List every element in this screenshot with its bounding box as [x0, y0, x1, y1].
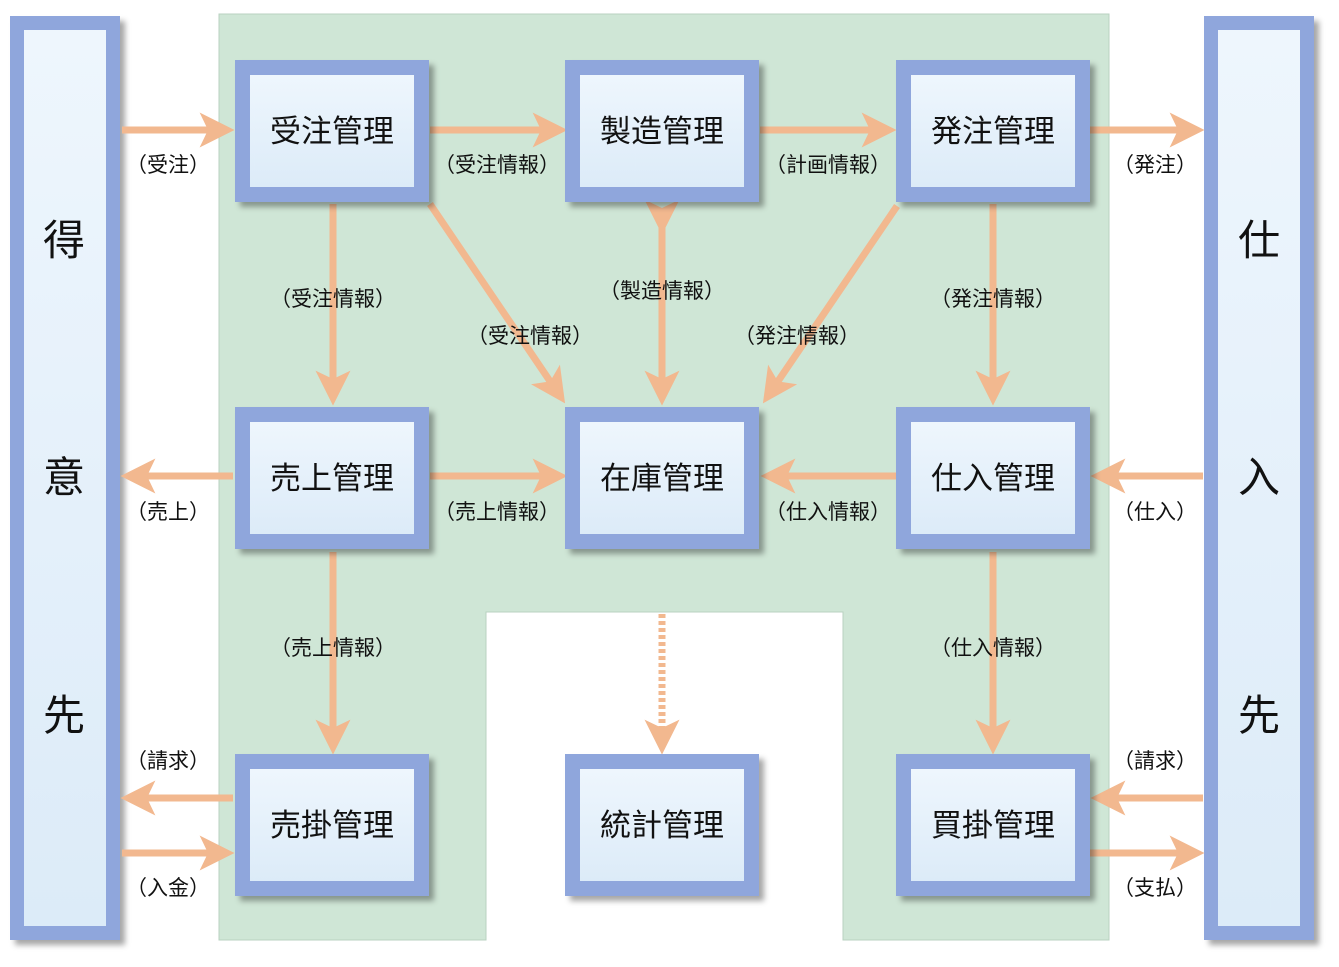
label-purchase-info-down: （仕入情報）: [930, 636, 1056, 660]
customer-column: [10, 16, 120, 940]
label-billing-left: （請求）: [126, 749, 210, 773]
box-order-mgmt-label: 受注管理: [270, 114, 394, 150]
label-payment: （支払）: [1113, 876, 1197, 900]
box-purchase-order-mgmt-label: 発注管理: [931, 114, 1055, 150]
box-payables-mgmt: 買掛管理: [896, 754, 1090, 896]
supplier-column: [1204, 16, 1314, 940]
arrow-order-to-inventory: [427, 202, 566, 404]
label-purchase-order: （発注）: [1113, 153, 1197, 177]
arrow-purchase-order-to-inventory: [762, 204, 900, 404]
box-inventory-mgmt-label: 在庫管理: [600, 461, 724, 497]
box-inventory-mgmt: 在庫管理: [565, 407, 759, 549]
box-payables-mgmt-label: 買掛管理: [931, 808, 1055, 844]
customer-label-char-3: 先: [43, 691, 85, 740]
box-sales-mgmt-label: 売上管理: [270, 461, 394, 497]
label-manufacturing-info: （製造情報）: [599, 279, 725, 303]
label-purchase-order-info-diag: （発注情報）: [734, 324, 860, 348]
box-receivables-mgmt: 売掛管理: [235, 754, 429, 896]
box-purchasing-mgmt: 仕入管理: [896, 407, 1090, 549]
box-manufacturing-mgmt: 製造管理: [565, 60, 759, 202]
box-manufacturing-mgmt-label: 製造管理: [600, 114, 724, 150]
box-order-mgmt: 受注管理: [235, 60, 429, 202]
label-deposit: （入金）: [126, 876, 210, 900]
label-purchase: （仕入）: [1113, 500, 1197, 524]
label-sales-info-down: （売上情報）: [270, 636, 396, 660]
box-statistics-mgmt-label: 統計管理: [600, 808, 724, 844]
label-billing-right: （請求）: [1113, 749, 1197, 773]
label-purchase-info-mid: （仕入情報）: [765, 500, 891, 524]
label-order-info-top: （受注情報）: [434, 153, 560, 177]
label-plan-info: （計画情報）: [765, 153, 891, 177]
label-sales-info-mid: （売上情報）: [434, 500, 560, 524]
label-purchase-order-info-right: （発注情報）: [930, 287, 1056, 311]
supplier-label-char-3: 先: [1238, 691, 1280, 740]
box-purchasing-mgmt-label: 仕入管理: [931, 461, 1055, 497]
customer-label-char-2: 意: [43, 453, 85, 502]
customer-label-char-1: 得: [43, 216, 85, 265]
label-order-info-left: （受注情報）: [270, 287, 396, 311]
supplier-label-char-2: 入: [1238, 453, 1280, 502]
supplier-label-char-1: 仕: [1238, 216, 1280, 265]
label-order: （受注）: [126, 153, 210, 177]
box-sales-mgmt: 売上管理: [235, 407, 429, 549]
label-order-info-diag: （受注情報）: [467, 324, 593, 348]
label-sales: （売上）: [126, 500, 210, 524]
box-purchase-order-mgmt: 発注管理: [896, 60, 1090, 202]
box-statistics-mgmt: 統計管理: [565, 754, 759, 896]
box-receivables-mgmt-label: 売掛管理: [270, 808, 394, 844]
